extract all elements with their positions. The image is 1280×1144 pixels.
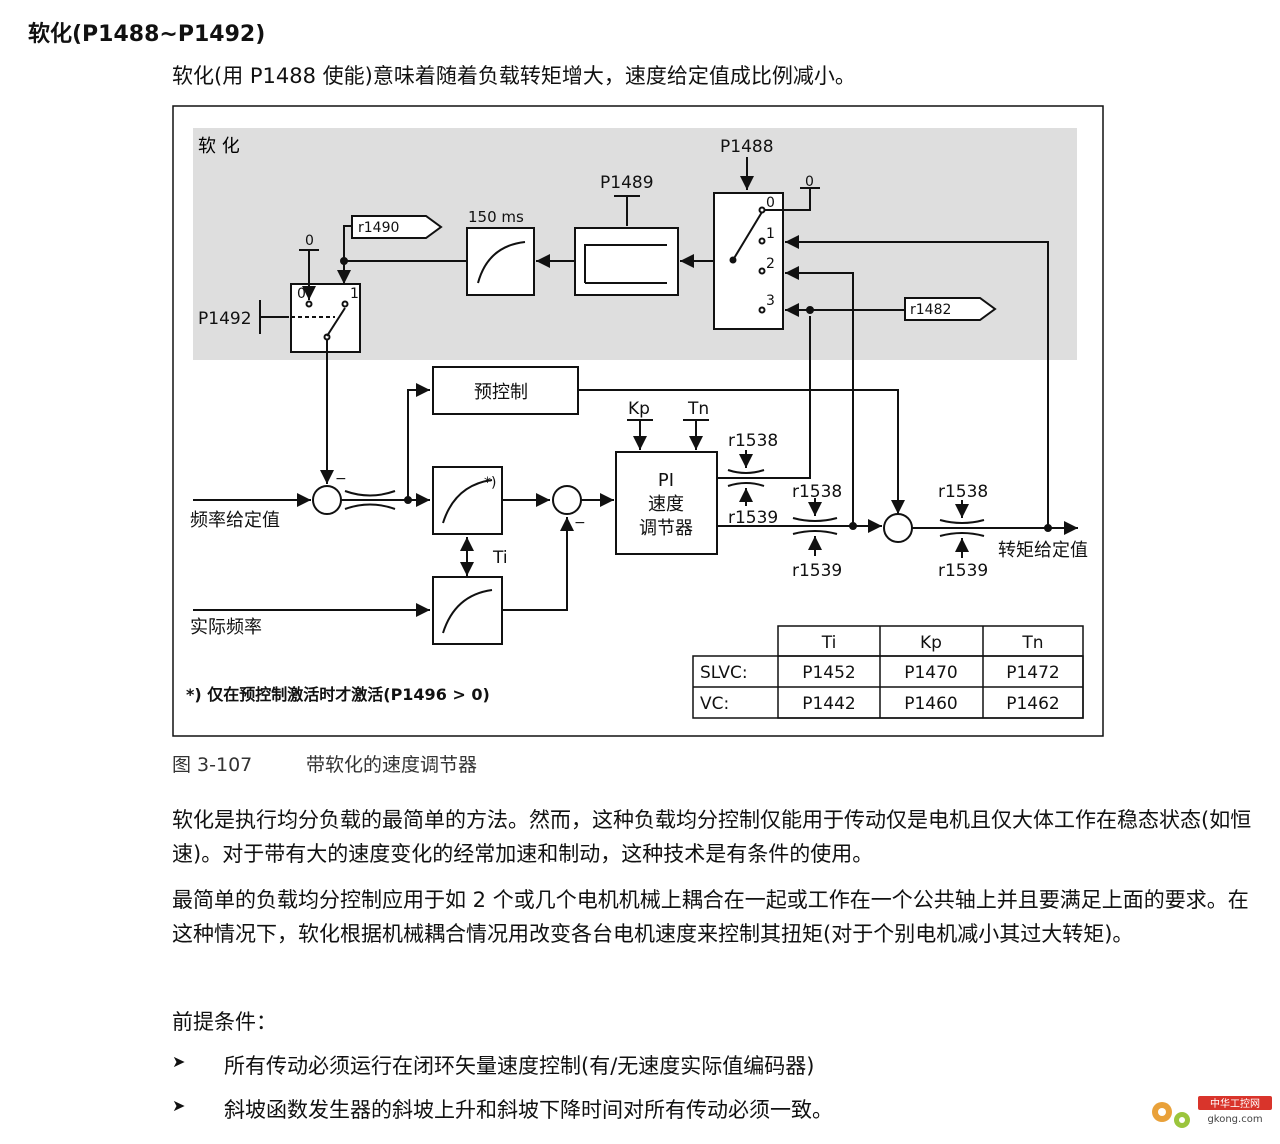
r1490-tag <box>351 215 443 239</box>
const-zero-2: 0 <box>305 233 314 249</box>
sel-port-2: 2 <box>766 256 775 272</box>
paragraph-1: 软化是执行均分负载的最简单的方法。然而，这种负载均分控制仅能用于传动仅是电机且仅… <box>172 808 1252 866</box>
sel-port-3: 3 <box>766 293 775 309</box>
sel-port-0: 0 <box>766 195 775 211</box>
r1538-label-3: r1538 <box>938 482 988 502</box>
table-cell: P1462 <box>1006 694 1060 714</box>
p1492-label: P1492 <box>198 309 252 329</box>
star-marker: *) <box>484 475 496 491</box>
table-header-ti: Ti <box>821 633 837 653</box>
svg-text:中华工控网: 中华工控网 <box>1210 1097 1260 1110</box>
pi-label-speed: 速度 <box>648 494 684 515</box>
p1492-port-1: 1 <box>350 286 359 302</box>
ramp-time-label: 150 ms <box>468 208 524 226</box>
p1489-label: P1489 <box>600 173 654 193</box>
paragraph-2: 最简单的负载均分控制应用于如 2 个或几个电机机械上耦合在一起或工作在一个公共轴… <box>172 888 1249 946</box>
r1482-tag <box>904 297 997 321</box>
table-cell: P1460 <box>904 694 958 714</box>
bullet-arrow-icon: ➤ <box>172 1052 186 1071</box>
table-cell: P1452 <box>802 663 856 683</box>
tn-label: Tn <box>687 399 709 419</box>
actual-freq-block <box>432 576 503 645</box>
table-cell: P1472 <box>1006 663 1060 683</box>
p1489-block <box>574 227 679 296</box>
table-header-tn: Tn <box>1021 633 1043 653</box>
pi-label-controller: 调节器 <box>639 518 693 539</box>
table-cell: P1470 <box>904 663 958 683</box>
torque-setpoint-label: 转矩给定值 <box>998 540 1088 561</box>
sum-point-1 <box>312 485 342 515</box>
list-item-text: 斜坡函数发生器的斜坡上升和斜坡下降时间对所有传动必须一致。 <box>224 1098 833 1122</box>
figure-caption: 带软化的速度调节器 <box>306 754 478 776</box>
gkong-logo: 中华工控网 gkong.com <box>1152 1096 1272 1128</box>
ti-label: Ti <box>492 548 508 568</box>
minus-sign-2: − <box>574 515 586 531</box>
softening-label: 软 化 <box>198 136 240 157</box>
table-row-vc-label: VC: <box>700 694 729 714</box>
bullet-arrow-icon: ➤ <box>172 1096 186 1115</box>
precontrol-label: 预控制 <box>474 382 528 403</box>
sum-point-3 <box>883 513 913 543</box>
actual-freq-label: 实际频率 <box>190 617 262 638</box>
sel-port-1: 1 <box>766 226 775 242</box>
r1539-label-1: r1539 <box>728 508 778 528</box>
parameter-table <box>692 625 1084 719</box>
precontrol-block <box>432 366 579 415</box>
speed-controller-diagram: 软 化 <box>172 105 1104 737</box>
r1538-label-1: r1538 <box>728 431 778 451</box>
r1539-label-2: r1539 <box>792 561 842 581</box>
kp-label: Kp <box>628 399 650 419</box>
p1488-label: P1488 <box>720 137 774 157</box>
sum-point-2 <box>552 485 582 515</box>
ramp-block <box>466 227 535 296</box>
r1490-label: r1490 <box>358 220 399 236</box>
r1538-label-2: r1538 <box>792 482 842 502</box>
r1482-label: r1482 <box>910 302 951 318</box>
svg-text:gkong.com: gkong.com <box>1207 1114 1262 1125</box>
pi-controller <box>615 451 718 555</box>
integrator-block <box>432 466 503 535</box>
table-row-slvc-label: SLVC: <box>700 663 748 683</box>
figure-number: 图 3-107 <box>172 754 253 776</box>
footnote: *) 仅在预控制激活时才激活(P1496 > 0) <box>186 685 490 704</box>
r1539-label-3: r1539 <box>938 561 988 581</box>
freq-setpoint-label: 频率给定值 <box>190 510 280 531</box>
list-item-text: 所有传动必须运行在闭环矢量速度控制(有/无速度实际值编码器) <box>224 1054 815 1078</box>
table-cell: P1442 <box>802 694 856 714</box>
intro-text: 软化(用 P1488 使能)意味着随着负载转矩增大，速度给定值成比例减小。 <box>172 64 856 88</box>
p1492-port-0: 0 <box>297 286 306 302</box>
minus-sign-1: − <box>335 471 347 487</box>
const-zero-1: 0 <box>805 174 814 190</box>
table-header-kp: Kp <box>920 633 942 653</box>
prerequisites-heading: 前提条件： <box>172 1010 277 1034</box>
section-heading: 软化(P1488~P1492) <box>28 22 266 47</box>
pi-label: PI <box>658 470 674 491</box>
